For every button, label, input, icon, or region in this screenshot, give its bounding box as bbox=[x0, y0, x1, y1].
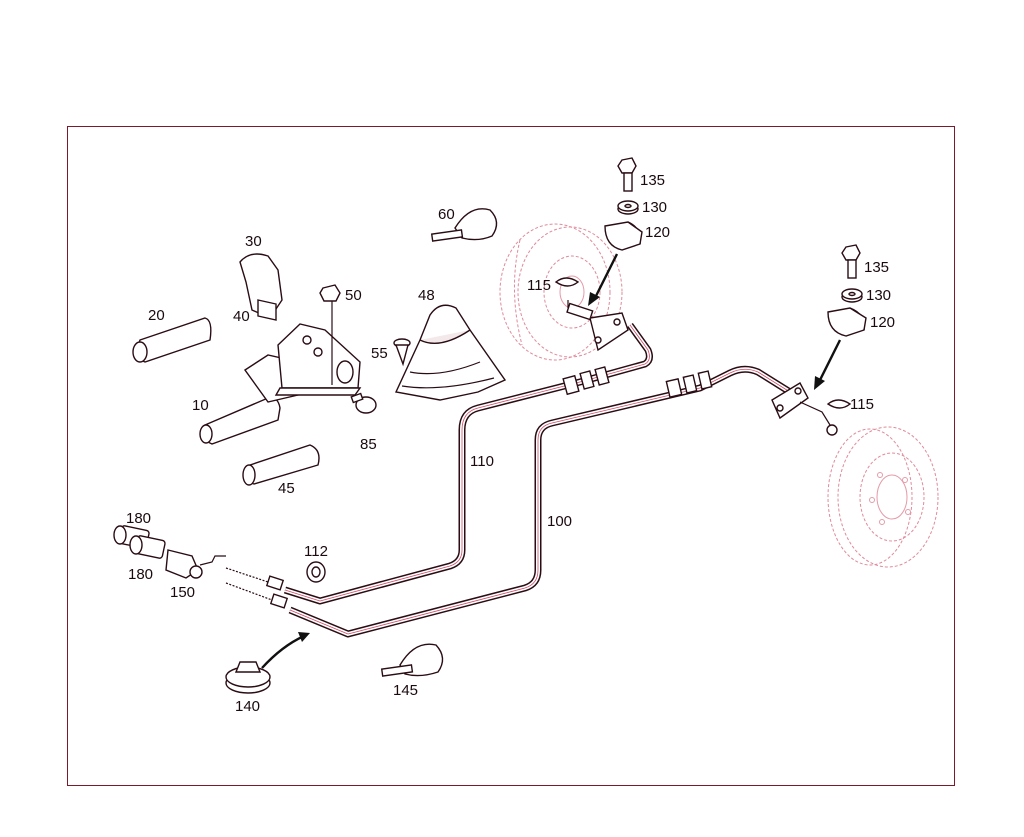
callout-135-right: 135 bbox=[864, 259, 889, 276]
callout-130-left: 130 bbox=[642, 199, 667, 216]
cable-tie-60 bbox=[430, 208, 498, 242]
callout-180-top: 180 bbox=[126, 510, 151, 527]
washer-130-a bbox=[617, 200, 639, 215]
bolt-135-a bbox=[617, 157, 637, 192]
callout-40: 40 bbox=[233, 308, 250, 325]
cover-30 bbox=[239, 253, 283, 321]
callout-135-left: 135 bbox=[640, 172, 665, 189]
callout-110: 110 bbox=[470, 453, 494, 470]
callout-115-left: 115 bbox=[527, 277, 551, 294]
callout-10: 10 bbox=[192, 397, 209, 414]
callout-85: 85 bbox=[360, 436, 377, 453]
callout-120-left: 120 bbox=[645, 224, 670, 241]
bolt-50 bbox=[319, 284, 341, 385]
callout-30: 30 bbox=[245, 233, 262, 250]
washer-130-b bbox=[841, 288, 863, 303]
screw-55 bbox=[393, 338, 411, 367]
callout-labels: 10 20 30 40 45 48 50 55 60 85 100 110 11… bbox=[126, 172, 895, 715]
circlip-115-a bbox=[554, 277, 580, 287]
callout-112: 112 bbox=[304, 543, 328, 560]
assembly-arrows bbox=[261, 253, 842, 669]
boot-48 bbox=[394, 304, 507, 401]
callout-130-right: 130 bbox=[866, 287, 891, 304]
clip-120-b bbox=[827, 307, 867, 337]
callout-145: 145 bbox=[393, 682, 418, 699]
callout-60: 60 bbox=[438, 206, 455, 223]
diagram-frame bbox=[67, 126, 955, 786]
adjuster-180 bbox=[113, 525, 166, 559]
handbrake-lever-10 bbox=[199, 323, 362, 445]
equalizer-150 bbox=[165, 549, 226, 579]
callout-50: 50 bbox=[345, 287, 362, 304]
brake-cable-110 bbox=[283, 322, 653, 605]
grommet-140 bbox=[225, 661, 271, 694]
cable-end-bracket-right bbox=[771, 382, 838, 436]
clamp-85 bbox=[350, 392, 377, 414]
bolt-135-b bbox=[841, 244, 861, 279]
callout-100: 100 bbox=[547, 513, 572, 530]
rear-brake-drum-left-ghost bbox=[499, 223, 623, 361]
callout-48: 48 bbox=[418, 287, 435, 304]
rear-brake-drum-right-ghost bbox=[827, 426, 939, 568]
cable-ends-left bbox=[225, 567, 289, 609]
callout-140: 140 bbox=[235, 698, 260, 715]
brake-cable-100 bbox=[288, 365, 792, 638]
callout-55: 55 bbox=[371, 345, 388, 362]
callout-180-bottom: 180 bbox=[128, 566, 153, 583]
circlip-115-b bbox=[826, 399, 852, 409]
callout-20: 20 bbox=[148, 307, 165, 324]
sleeve-45 bbox=[242, 444, 320, 486]
callout-115-right: 115 bbox=[850, 396, 874, 413]
cable-tie-145 bbox=[380, 643, 444, 677]
handle-grip-20 bbox=[132, 317, 212, 363]
grommet-112 bbox=[306, 561, 326, 583]
callout-120-right: 120 bbox=[870, 314, 895, 331]
callout-45: 45 bbox=[278, 480, 295, 497]
cable-end-bracket-left bbox=[566, 300, 629, 352]
clip-120-a bbox=[604, 221, 643, 251]
callout-150: 150 bbox=[170, 584, 195, 601]
